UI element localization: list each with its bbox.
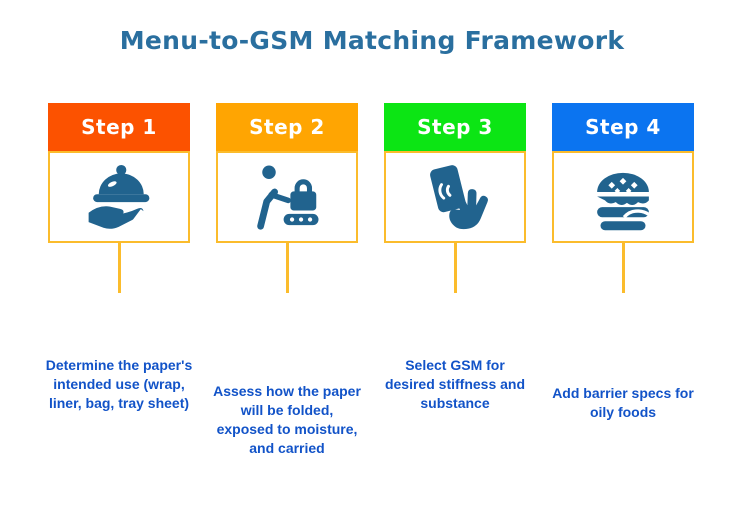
step-4-header: Step 4	[552, 103, 694, 151]
step-4-description: Add barrier specs for oily foods	[552, 385, 694, 420]
step-1-column: Step 1	[48, 103, 190, 293]
step-1-label: Step 1	[81, 115, 157, 139]
page-title: Menu-to-GSM Matching Framework	[119, 26, 625, 55]
step-4-connector	[621, 243, 625, 293]
step-4-box	[552, 151, 694, 243]
step-4-column: Step 4	[552, 103, 694, 293]
step-2-connector	[285, 243, 289, 293]
step-2-box	[216, 151, 358, 243]
step-1-connector	[117, 243, 121, 293]
step-3-box	[384, 151, 526, 243]
luggage-conveyor-icon	[251, 161, 323, 233]
step-2-header: Step 2	[216, 103, 358, 151]
step-3-label: Step 3	[417, 115, 493, 139]
step-2-description: Assess how the paper will be folded, exp…	[213, 383, 361, 456]
step-3-description: Select GSM for desired stiffness and sub…	[384, 357, 526, 411]
step-3-connector	[453, 243, 457, 293]
step-3-header: Step 3	[384, 103, 526, 151]
step-2-column: Step 2	[216, 103, 358, 293]
step-2-label: Step 2	[249, 115, 325, 139]
step-1-box	[48, 151, 190, 243]
burger-icon	[587, 161, 659, 233]
step-4-label: Step 4	[585, 115, 661, 139]
contactless-hand-icon	[419, 161, 491, 233]
step-3-column: Step 3	[384, 103, 526, 293]
step-1-description: Determine the paper's intended use (wrap…	[45, 357, 193, 411]
serving-dish-hand-icon	[83, 161, 155, 233]
step-1-header: Step 1	[48, 103, 190, 151]
